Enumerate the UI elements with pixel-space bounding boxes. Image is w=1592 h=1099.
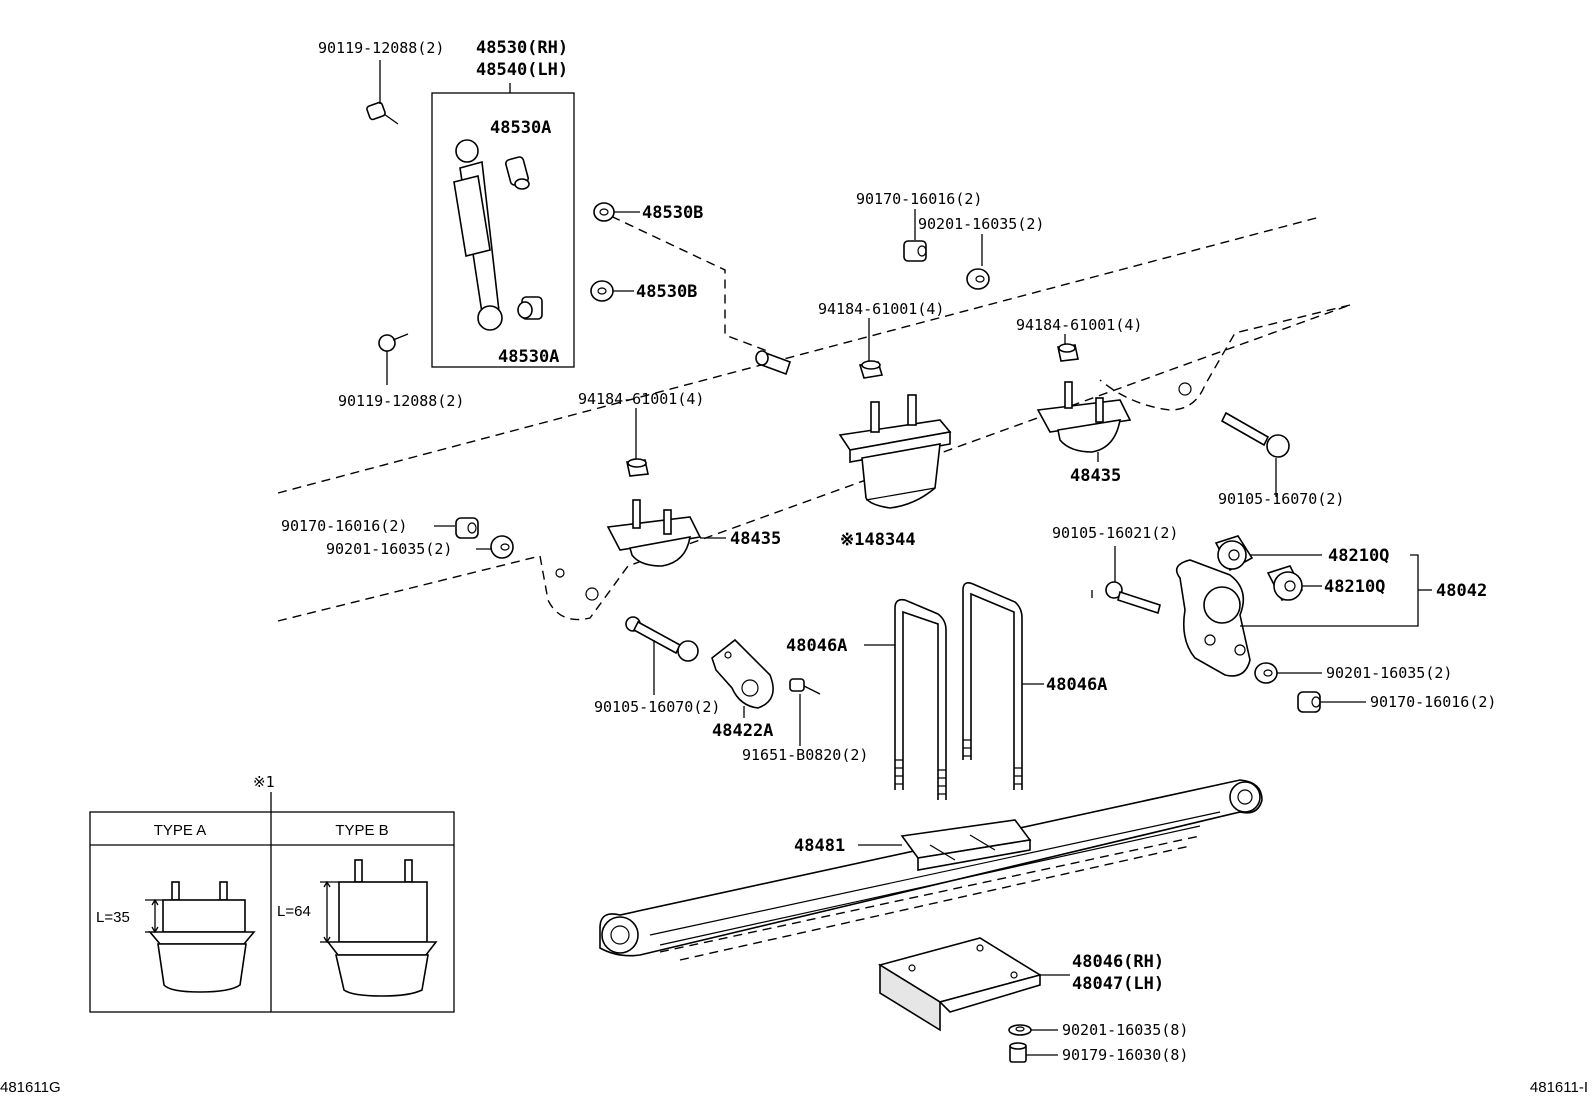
nut-90170-top-icon[interactable] [903, 240, 927, 262]
nut-90179-bottom-icon[interactable] [1009, 1042, 1058, 1063]
shock-bolt-top-icon[interactable] [366, 60, 399, 125]
label-bushing-a-bottom[interactable]: 48530A [498, 347, 559, 367]
bumper-type-inset: ※1 TYPE A TYPE B L=35 [89, 773, 455, 1013]
label-washer-90201-bottom[interactable]: 90201-16035(8) [1062, 1021, 1188, 1039]
label-nut-94184-right[interactable]: 94184-61001(4) [1016, 316, 1142, 334]
spring-plate-48046[interactable] [878, 937, 1070, 1032]
washer-90201-left-icon[interactable] [490, 535, 514, 559]
inset-type-b-dim: L=64 [277, 903, 311, 920]
inset-type-b-header: TYPE B [335, 822, 388, 839]
bracket-48422a-icon[interactable] [711, 638, 774, 718]
label-washer-b-1[interactable]: 48530B [642, 203, 703, 223]
label-bracket-48422a[interactable]: 48422A [712, 721, 773, 741]
label-washer-90201-top[interactable]: 90201-16035(2) [918, 215, 1044, 233]
label-plate-rh[interactable]: 48046(RH) [1072, 952, 1164, 972]
label-plate-lh[interactable]: 48047(LH) [1072, 974, 1164, 994]
label-nut-94184-left[interactable]: 94184-61001(4) [578, 390, 704, 408]
footer-right-code: 481611-I [1530, 1079, 1588, 1096]
label-bushing-48210-2[interactable]: 48210Q [1324, 577, 1385, 597]
spring-seat-48481[interactable] [858, 819, 1032, 871]
inset-type-a-header: TYPE A [154, 822, 207, 839]
nut-94184-left-icon[interactable] [626, 458, 649, 477]
label-washer-b-2[interactable]: 48530B [636, 282, 697, 302]
leaf-spring[interactable] [599, 779, 1263, 961]
label-washer-90201-left[interactable]: 90201-16035(2) [326, 540, 452, 558]
label-nut-94184-center[interactable]: 94184-61001(4) [818, 300, 944, 318]
label-bolt-90105-bottom[interactable]: 90105-16070(2) [594, 698, 720, 716]
shock-bolt-bottom-icon[interactable] [378, 333, 409, 385]
washer-b-lower-icon[interactable] [590, 280, 634, 302]
vehicle-frame-outline [277, 209, 1351, 622]
washer-b-upper-icon[interactable] [593, 202, 640, 222]
bolt-91651-icon[interactable] [789, 678, 821, 746]
shock-absorber[interactable] [453, 139, 503, 331]
label-ubolt-48046a-right[interactable]: 48046A [1046, 675, 1107, 695]
washer-90201-bottom-icon[interactable] [1008, 1024, 1058, 1036]
type-a-bumper-icon [145, 881, 256, 993]
left-fasteners [434, 517, 514, 559]
nut-90170-left-icon[interactable] [455, 517, 479, 539]
washer-90201-top-icon[interactable] [966, 268, 990, 290]
u-bolt-48046a-left[interactable] [864, 598, 947, 800]
nut-94184-right-icon[interactable] [1057, 343, 1079, 362]
label-bushing-a-top[interactable]: 48530A [490, 118, 551, 138]
label-bolt-91651[interactable]: 91651-B0820(2) [742, 746, 868, 764]
label-nut-90170-left[interactable]: 90170-16016(2) [281, 517, 407, 535]
nut-90170-right-icon[interactable] [1297, 691, 1321, 713]
shackle-group [1105, 535, 1432, 713]
shock-absorber-group [366, 60, 792, 385]
label-bushing-48210-1[interactable]: 48210Q [1328, 546, 1389, 566]
bumper-48435-right[interactable] [1036, 381, 1132, 462]
bolt-90105-shackle-icon[interactable] [1105, 581, 1161, 615]
type-b-bumper-icon [320, 859, 438, 997]
inset-note-mark: ※1 [253, 773, 275, 791]
bushing-bottom-icon[interactable] [517, 296, 543, 320]
label-bolt-90105-shackle[interactable]: 90105-16021(2) [1052, 524, 1178, 542]
bumper-48344[interactable] [838, 394, 952, 509]
u-bolt-48046a-right[interactable] [962, 582, 1044, 790]
label-shock-rh[interactable]: 48530(RH) [476, 38, 568, 58]
bumper-48435-left[interactable] [606, 499, 726, 567]
label-bumper-48435-right[interactable]: 48435 [1070, 466, 1121, 486]
label-shock-bolt-top[interactable]: 90119-12088(2) [318, 39, 444, 57]
label-shock-bolt-bottom[interactable]: 90119-12088(2) [338, 392, 464, 410]
label-shock-lh[interactable]: 48540(LH) [476, 60, 568, 80]
label-bumper-48435-left[interactable]: 48435 [730, 529, 781, 549]
washer-90201-right-icon[interactable] [1254, 662, 1278, 684]
bolt-90105-right-icon[interactable] [1220, 411, 1290, 497]
label-ubolt-48046a-left[interactable]: 48046A [786, 636, 847, 656]
inset-type-a-dim: L=35 [96, 909, 130, 926]
footer-left-code: 481611G [0, 1079, 61, 1096]
bushing-top-icon[interactable] [505, 156, 530, 190]
bushing-48210-upper-icon[interactable] [1214, 535, 1254, 572]
part-labels: 90119-12088(2) 48530(RH) 48540(LH) 48530… [281, 38, 1496, 1064]
label-seat-48481[interactable]: 48481 [794, 836, 845, 856]
bolt-90105-bottom-icon[interactable] [625, 616, 699, 695]
label-nut-90179-bottom[interactable]: 90179-16030(8) [1062, 1046, 1188, 1064]
bushing-48210-lower-icon[interactable] [1266, 565, 1304, 602]
shock-mount-pin-icon [755, 350, 792, 376]
label-bumper-48344[interactable]: ※148344 [840, 530, 916, 550]
nut-94184-center-icon[interactable] [858, 360, 884, 379]
label-nut-90170-right[interactable]: 90170-16016(2) [1370, 693, 1496, 711]
label-shackle-48042[interactable]: 48042 [1436, 581, 1487, 601]
label-washer-90201-right[interactable]: 90201-16035(2) [1326, 664, 1452, 682]
label-nut-90170-top[interactable]: 90170-16016(2) [856, 190, 982, 208]
top-center-fasteners [626, 209, 1079, 477]
shackle-48042-icon[interactable] [1175, 559, 1251, 677]
label-bolt-90105-right[interactable]: 90105-16070(2) [1218, 490, 1344, 508]
